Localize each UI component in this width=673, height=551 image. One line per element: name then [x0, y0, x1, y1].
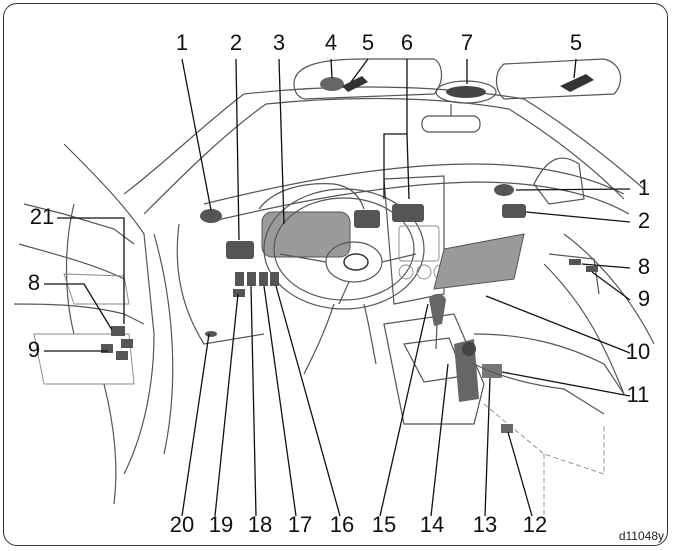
callout-4-vanity-light: 4 — [325, 30, 337, 55]
callout-1-dash-vent-left: 1 — [176, 30, 188, 55]
callout-11-console-switch: 11 — [627, 382, 650, 407]
callout-13-console-box: 13 — [473, 512, 497, 537]
callout-3-instrument-cluster: 3 — [273, 30, 285, 55]
figure-code: d11048y — [619, 529, 664, 543]
callout-16-lower-switch: 16 — [330, 512, 354, 537]
callout-6-center-vents: 6 — [401, 30, 413, 55]
car-interior-illustration: 1 2 3 4 5 6 7 5 1 2 8 9 10 11 21 8 9 20 … — [4, 4, 668, 546]
callout-12-power-outlet: 12 — [523, 512, 547, 537]
callout-15-shift-lever: 15 — [372, 512, 396, 537]
callout-9-right-door-switch: 9 — [638, 286, 650, 311]
callout-10-glove-box: 10 — [626, 339, 650, 364]
interior-line-art — [14, 59, 654, 524]
callout-1-dash-vent-right: 1 — [638, 175, 650, 200]
callout-9-left-door-switch: 9 — [28, 337, 40, 362]
callout-19-lower-switch: 19 — [209, 512, 233, 537]
diagram-frame: 1 2 3 4 5 6 7 5 1 2 8 9 10 11 21 8 9 20 … — [3, 3, 668, 546]
callout-14-parking-brake: 14 — [420, 512, 444, 537]
callout-5-vanity-mirror-right: 5 — [570, 30, 582, 55]
callout-5-vanity-mirror-left: 5 — [362, 30, 374, 55]
callout-2-side-vent-right: 2 — [638, 208, 650, 233]
callout-numbers: 1 2 3 4 5 6 7 5 1 2 8 9 10 11 21 8 9 20 … — [28, 30, 650, 537]
callout-20-hood-release: 20 — [170, 512, 194, 537]
callout-8-right-door-switch: 8 — [638, 254, 650, 279]
callout-21-door-lock-switch: 21 — [30, 204, 54, 229]
callout-17-lower-switch: 17 — [288, 512, 312, 537]
callout-2-side-vent-left: 2 — [230, 30, 242, 55]
leader-lines — [44, 59, 630, 516]
callout-18-lower-switch: 18 — [248, 512, 272, 537]
callout-7-overhead-console: 7 — [461, 30, 473, 55]
callout-8-left-door-switch: 8 — [28, 270, 40, 295]
